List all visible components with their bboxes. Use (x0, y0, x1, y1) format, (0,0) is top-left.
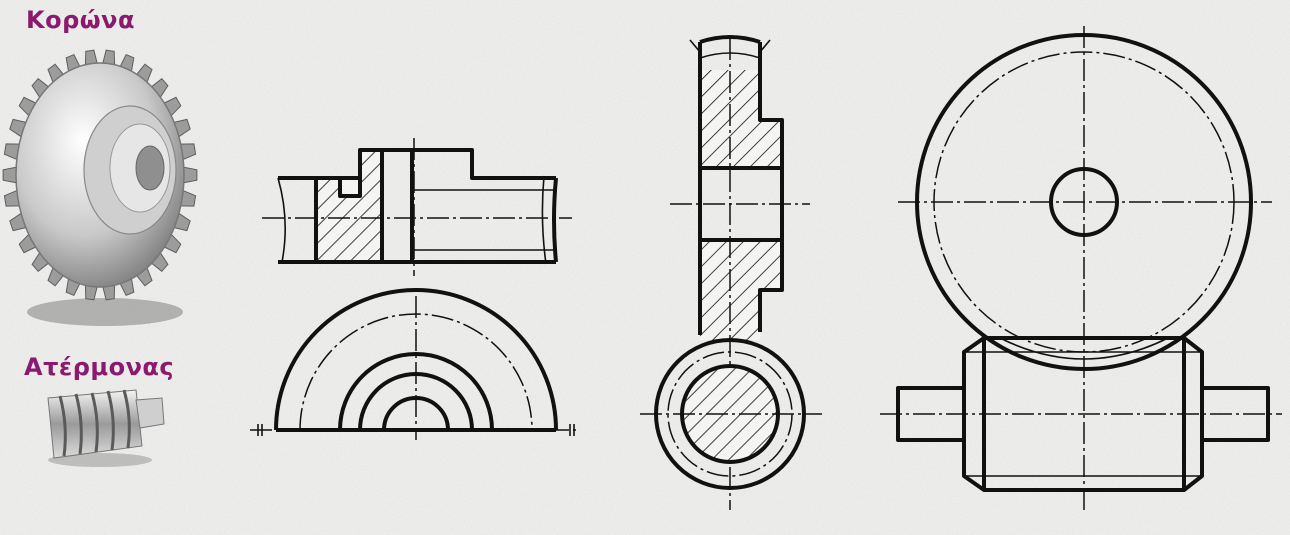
gear-tooth (2, 166, 17, 184)
worm-screw-illustration (47, 389, 165, 467)
assembly-front-view (880, 26, 1282, 510)
assembly-side-view (640, 35, 822, 510)
crown-gear-section-view (262, 138, 572, 276)
worm-screw-label: Ατέρμονας (24, 353, 175, 381)
crown-gear-half-view (250, 288, 580, 440)
crown-gear-illustration (2, 49, 198, 326)
gear-tooth (183, 166, 198, 184)
crown-gear-label: Κορώνα (26, 6, 135, 34)
